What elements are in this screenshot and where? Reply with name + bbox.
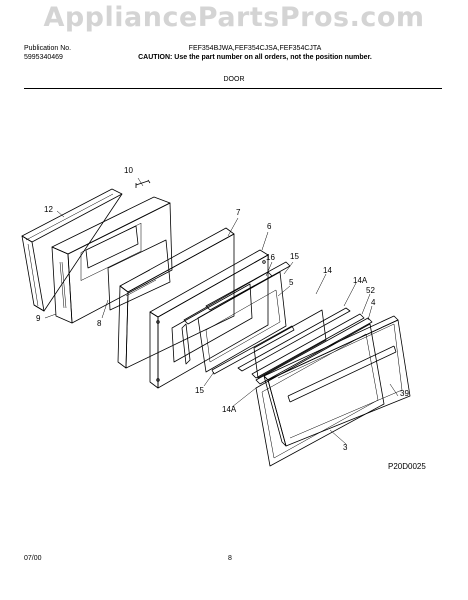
footer-page-number: 8 bbox=[228, 555, 232, 562]
label-part-39: 39 bbox=[400, 389, 409, 398]
label-part-52: 52 bbox=[366, 286, 375, 295]
model-numbers: FEF354BJWA,FEF354CJSA,FEF354CJTA bbox=[188, 45, 322, 52]
label-part-14: 14 bbox=[323, 266, 332, 275]
label-part-10: 10 bbox=[124, 166, 133, 175]
diagram-code: P20D0025 bbox=[388, 462, 426, 471]
part-5-middle-glass bbox=[197, 271, 287, 373]
part-7-door-panel bbox=[117, 227, 235, 369]
header-divider bbox=[24, 88, 442, 89]
label-part-12: 12 bbox=[44, 205, 53, 214]
publication-info: Publication No. 5995340469 bbox=[24, 44, 71, 62]
header-center: FEF354BJWA,FEF354CJSA,FEF354CJTA CAUTION… bbox=[105, 44, 405, 62]
caution-note: CAUTION: Use the part number on all orde… bbox=[138, 54, 372, 61]
label-part-3: 3 bbox=[343, 443, 348, 452]
label-part-14a-bottom: 14A bbox=[222, 405, 237, 414]
part-9-inner-frame bbox=[51, 196, 173, 324]
label-part-14a-top: 14A bbox=[353, 276, 368, 285]
part-4-trim bbox=[255, 317, 373, 385]
label-part-6: 6 bbox=[267, 222, 272, 231]
label-part-9: 9 bbox=[36, 314, 41, 323]
label-part-4: 4 bbox=[371, 298, 376, 307]
part-14a-trim-top bbox=[237, 307, 351, 372]
label-part-16: 16 bbox=[266, 253, 275, 262]
label-part-15-bottom: 15 bbox=[195, 386, 204, 395]
label-part-7: 7 bbox=[236, 208, 241, 217]
part-14-outer-glass bbox=[253, 309, 327, 379]
part-8-inner-glass bbox=[107, 239, 171, 311]
label-part-8: 8 bbox=[97, 319, 102, 328]
leader-lines bbox=[44, 177, 399, 445]
section-title: DOOR bbox=[223, 76, 245, 83]
part-3-outer-door bbox=[263, 315, 411, 447]
part-14a-frame bbox=[255, 323, 385, 467]
label-part-5: 5 bbox=[289, 278, 294, 287]
watermark-text: AppliancePartsPros.com bbox=[43, 2, 425, 33]
part-12-gasket bbox=[21, 188, 123, 312]
publication-number: 5995340469 bbox=[24, 54, 63, 61]
part-6-window-panel bbox=[149, 249, 269, 389]
footer-date: 07/00 bbox=[24, 555, 42, 562]
publication-label: Publication No. bbox=[24, 45, 72, 52]
label-part-15-top: 15 bbox=[290, 252, 299, 261]
part-10-screw bbox=[135, 179, 151, 188]
part-52-trim bbox=[251, 313, 365, 379]
